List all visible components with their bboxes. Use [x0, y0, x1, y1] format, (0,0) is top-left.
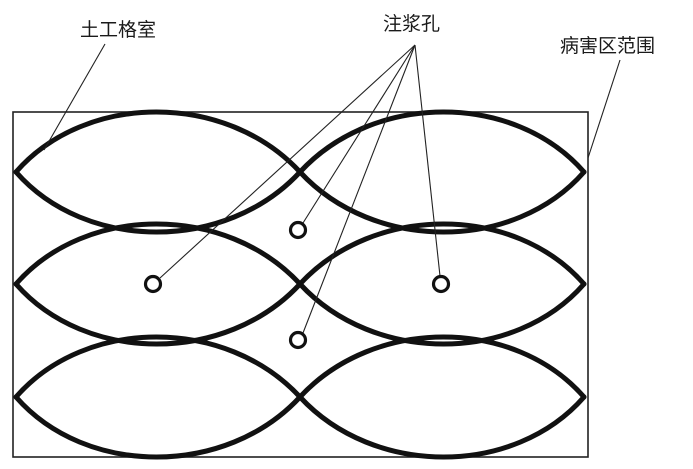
grout-hole-leader-line-1 — [159, 44, 416, 279]
damage-area-leader-line — [587, 59, 621, 159]
damage-area-boundary — [12, 111, 589, 458]
grout-hole-marker — [143, 274, 163, 294]
geocell-curve-row1-lower — [13, 168, 587, 235]
geocell-curve-row2-lower — [13, 280, 587, 347]
geocell-curve-row3-lower — [13, 393, 587, 460]
grout-holes — [143, 220, 451, 350]
geocell-leader-line — [43, 43, 106, 151]
geocell-curve-row1-upper — [13, 109, 587, 176]
leader-lines — [43, 43, 621, 334]
geocell-label: 土工格室 — [80, 19, 156, 41]
damage-area-label: 病害区范围 — [560, 35, 655, 57]
grout-hole-leader-line-4 — [414, 44, 441, 277]
grout-hole-leader-line-2 — [302, 44, 416, 224]
grout-hole-leader-line-3 — [302, 44, 416, 334]
geocell-cells — [13, 109, 587, 460]
grout-hole-marker — [288, 330, 308, 350]
grout-hole-label: 注浆孔 — [383, 13, 440, 35]
grout-hole-marker — [431, 274, 451, 294]
grout-hole-marker — [288, 220, 308, 240]
